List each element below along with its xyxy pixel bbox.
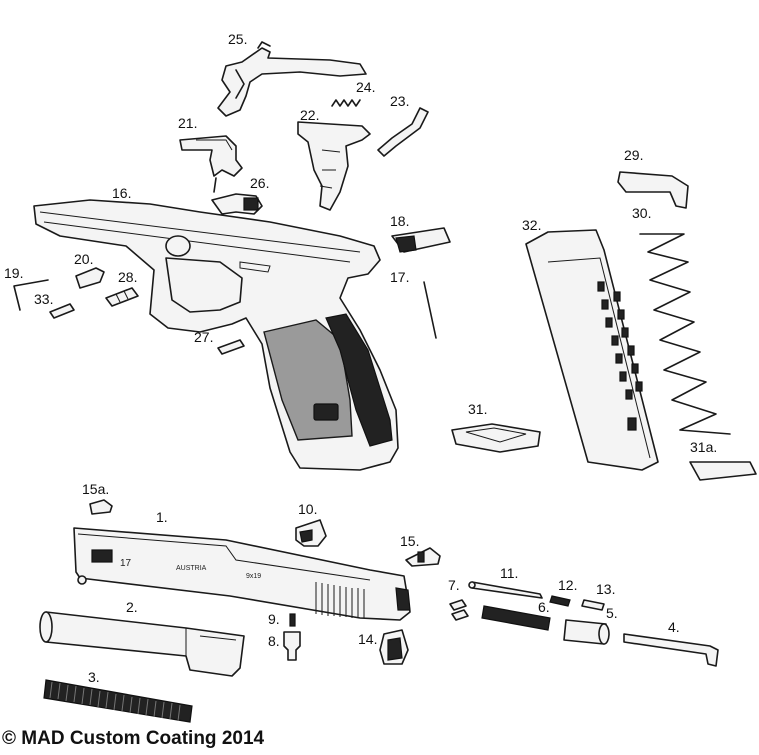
label-part-9: 9. [268,611,280,627]
part-18-magazine-catch [391,227,451,253]
part-2-barrel [39,611,245,677]
part-12-spring [549,595,571,607]
label-part-20: 20. [74,251,94,267]
label-part-31a: 31a. [690,439,718,455]
label-part-26: 26. [250,175,270,191]
part-9-pin [289,613,296,627]
label-part-5: 5. [606,605,618,621]
label-part-3: 3. [88,669,100,685]
part-7-spring-cups [449,599,469,621]
label-part-28: 28. [118,269,138,285]
label-part-2: 2. [126,599,138,615]
part-14-slide-cover-plate [379,629,409,665]
part-17-catch-spring [423,281,437,339]
label-part-31: 31. [468,401,488,417]
slide-caliber-marking: 9x19 [246,573,261,580]
copyright-notice: © MAD Custom Coating 2014 [2,728,265,749]
part-19-pin-wire [13,279,49,311]
magazine-witness-holes [597,281,643,431]
part-22-trigger-housing [297,121,371,211]
label-part-13: 13. [596,581,616,597]
part-11-firing-pin [468,581,543,599]
label-part-4: 4. [668,619,680,635]
label-part-22: 22. [300,107,320,123]
label-part-7: 7. [448,577,460,593]
label-part-21: 21. [178,115,198,131]
part-32-magazine-tube [525,229,659,471]
label-part-6: 6. [538,599,550,615]
label-part-15a: 15a. [82,481,110,497]
part-20-trigger-bar-pin [75,267,105,289]
label-part-8: 8. [268,633,280,649]
label-part-12: 12. [558,577,578,593]
part-3-recoil-spring [43,679,193,723]
label-part-14: 14. [358,631,378,647]
part-6-firing-pin-spring [481,605,551,631]
part-31-magazine-insert [451,423,541,453]
label-part-24: 24. [356,79,376,95]
part-31a-magazine-floor-plate [689,461,757,481]
part-21-slide-lock [179,135,243,177]
label-part-25: 25. [228,31,248,47]
part-23-connector [377,107,429,157]
label-part-27: 27. [194,329,214,345]
label-part-19: 19. [4,265,24,281]
label-part-32: 32. [522,217,542,233]
label-part-33: 33. [34,291,54,307]
label-part-16: 16. [112,185,132,201]
part-15a-rear-sight [89,499,113,515]
label-part-29: 29. [624,147,644,163]
slide-brand-marking: AUSTRIA [176,565,207,572]
part-28-pin [105,287,139,307]
part-1-slide: 17 AUSTRIA 9x19 [73,527,411,621]
label-part-23: 23. [390,93,410,109]
label-part-11: 11. [500,565,519,581]
label-part-18: 18. [390,213,410,229]
label-part-15: 15. [400,533,420,549]
label-part-1: 1. [156,509,168,525]
label-part-30: 30. [632,205,652,221]
part-26-locking-block [211,177,263,215]
part-4-guide-rod [623,633,719,667]
label-part-10: 10. [298,501,318,517]
slide-model-marking: 17 [120,558,132,569]
part-24-spring [331,99,361,107]
part-33-pin [49,303,75,319]
part-15-front-sight [405,547,441,567]
label-part-17: 17. [390,269,410,285]
part-27-pin [217,339,245,355]
slide-serrations [315,582,365,618]
part-10-slide-cover [295,519,327,547]
part-16-frame [33,199,399,471]
part-29-magazine-follower [617,171,689,209]
part-13-pin [581,599,605,611]
part-8-plunger [283,631,301,661]
part-30-magazine-spring [639,233,731,435]
part-25-trigger-mechanism [217,41,367,117]
part-5-spacer-sleeve [563,619,610,645]
